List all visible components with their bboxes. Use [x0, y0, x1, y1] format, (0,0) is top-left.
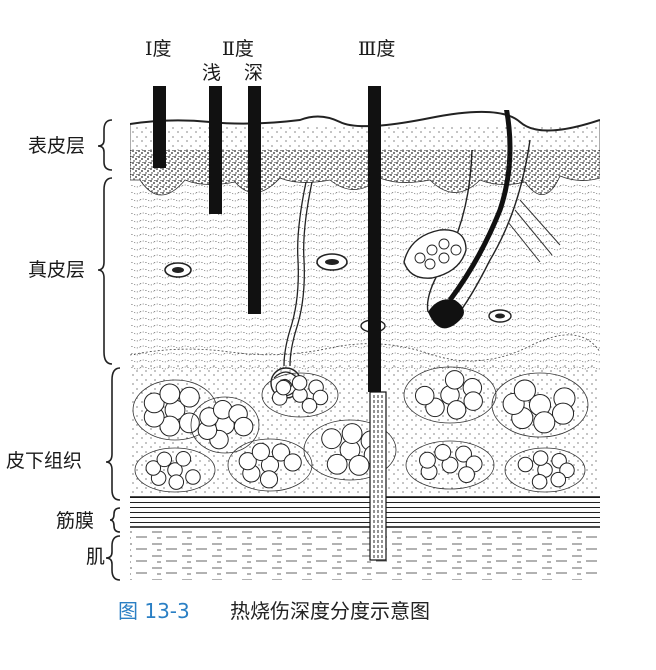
fat-lobule	[190, 396, 260, 454]
first-degree-bar	[153, 86, 166, 168]
label-fascia: 筋膜	[56, 510, 94, 532]
fat-cell	[159, 415, 181, 437]
label-second-degree: Ⅱ度	[222, 38, 254, 60]
brace-subcutaneous-icon	[105, 367, 121, 501]
third-degree-bar	[368, 86, 381, 392]
fat-lobule	[227, 438, 313, 492]
fat-cell	[458, 466, 475, 484]
brace-epidermis-icon	[97, 119, 113, 171]
fat-cell	[233, 416, 254, 437]
fat-cell	[517, 456, 534, 473]
fat-cell	[551, 402, 575, 425]
fat-cell	[441, 456, 459, 474]
caption-title: 热烧伤深度分度示意图	[230, 599, 430, 623]
label-third-degree: Ⅲ度	[358, 38, 395, 60]
fat-cell	[156, 451, 173, 468]
fat-cell	[326, 453, 348, 475]
fat-cell	[291, 375, 308, 391]
fat-cell	[463, 391, 483, 411]
fat-cell	[312, 389, 329, 406]
brace-muscle-icon	[105, 535, 121, 581]
fat-cell	[145, 460, 162, 476]
second-degree-shallow-bar	[209, 86, 222, 214]
layer-labels: 表皮层 真皮层 皮下组织 筋膜 肌	[6, 119, 121, 581]
fat-cell	[444, 370, 465, 390]
fat-cell	[341, 423, 363, 444]
fat-cell	[179, 386, 200, 408]
second-degree-deep-bar	[248, 86, 261, 314]
skin-cross-section	[130, 110, 600, 580]
fat-cell	[251, 442, 270, 461]
stratum-texture	[130, 126, 600, 150]
fat-lobule	[261, 372, 339, 418]
label-subcutaneous: 皮下组织	[6, 450, 82, 472]
label-muscle: 肌	[86, 546, 105, 568]
label-epidermis: 表皮层	[28, 135, 85, 157]
fat-cell	[143, 392, 165, 414]
fat-cell	[531, 473, 548, 490]
dermis-boundary	[130, 334, 600, 362]
fat-cell	[321, 428, 342, 450]
fat-cell	[168, 474, 185, 490]
fat-cell	[455, 445, 472, 463]
fat-cell	[283, 453, 302, 472]
fat-cell	[532, 450, 549, 466]
fat-cell	[434, 443, 452, 461]
fat-cell	[419, 451, 436, 469]
fat-lobule	[504, 447, 586, 493]
fat-cell	[533, 411, 556, 434]
depth-markers	[153, 86, 387, 561]
fat-lobule	[403, 366, 497, 424]
label-first-degree: Ⅰ度	[145, 38, 172, 60]
muscle-layer	[130, 528, 600, 580]
fat-cell	[185, 469, 201, 485]
fat-lobule	[405, 440, 495, 490]
fascia-layer	[130, 497, 600, 527]
fat-cell	[301, 398, 318, 414]
fat-cell	[550, 471, 567, 488]
fat-lobule	[491, 372, 589, 438]
label-second-degree-shallow: 浅	[202, 62, 221, 84]
fat-cell	[275, 379, 292, 396]
hair-follicle	[403, 110, 561, 329]
fat-cell	[259, 470, 279, 489]
fat-cell	[446, 400, 467, 420]
fat-cell	[348, 455, 370, 476]
caption-number: 图 13-3	[118, 599, 190, 623]
fat-cell	[414, 385, 435, 406]
fat-cell	[159, 383, 181, 405]
fat-lobule	[134, 447, 216, 493]
fat-cell	[271, 443, 291, 462]
label-second-degree-deep: 深	[244, 62, 263, 84]
fat-cell	[513, 379, 536, 402]
fat-cell	[175, 451, 192, 467]
fat-cell	[238, 452, 257, 471]
label-dermis: 真皮层	[28, 259, 85, 281]
basal-layer	[130, 150, 600, 195]
dermis-layer	[130, 180, 600, 370]
brace-fascia-icon	[109, 507, 121, 533]
brace-dermis-icon	[97, 177, 113, 365]
fat-cell	[179, 412, 200, 434]
